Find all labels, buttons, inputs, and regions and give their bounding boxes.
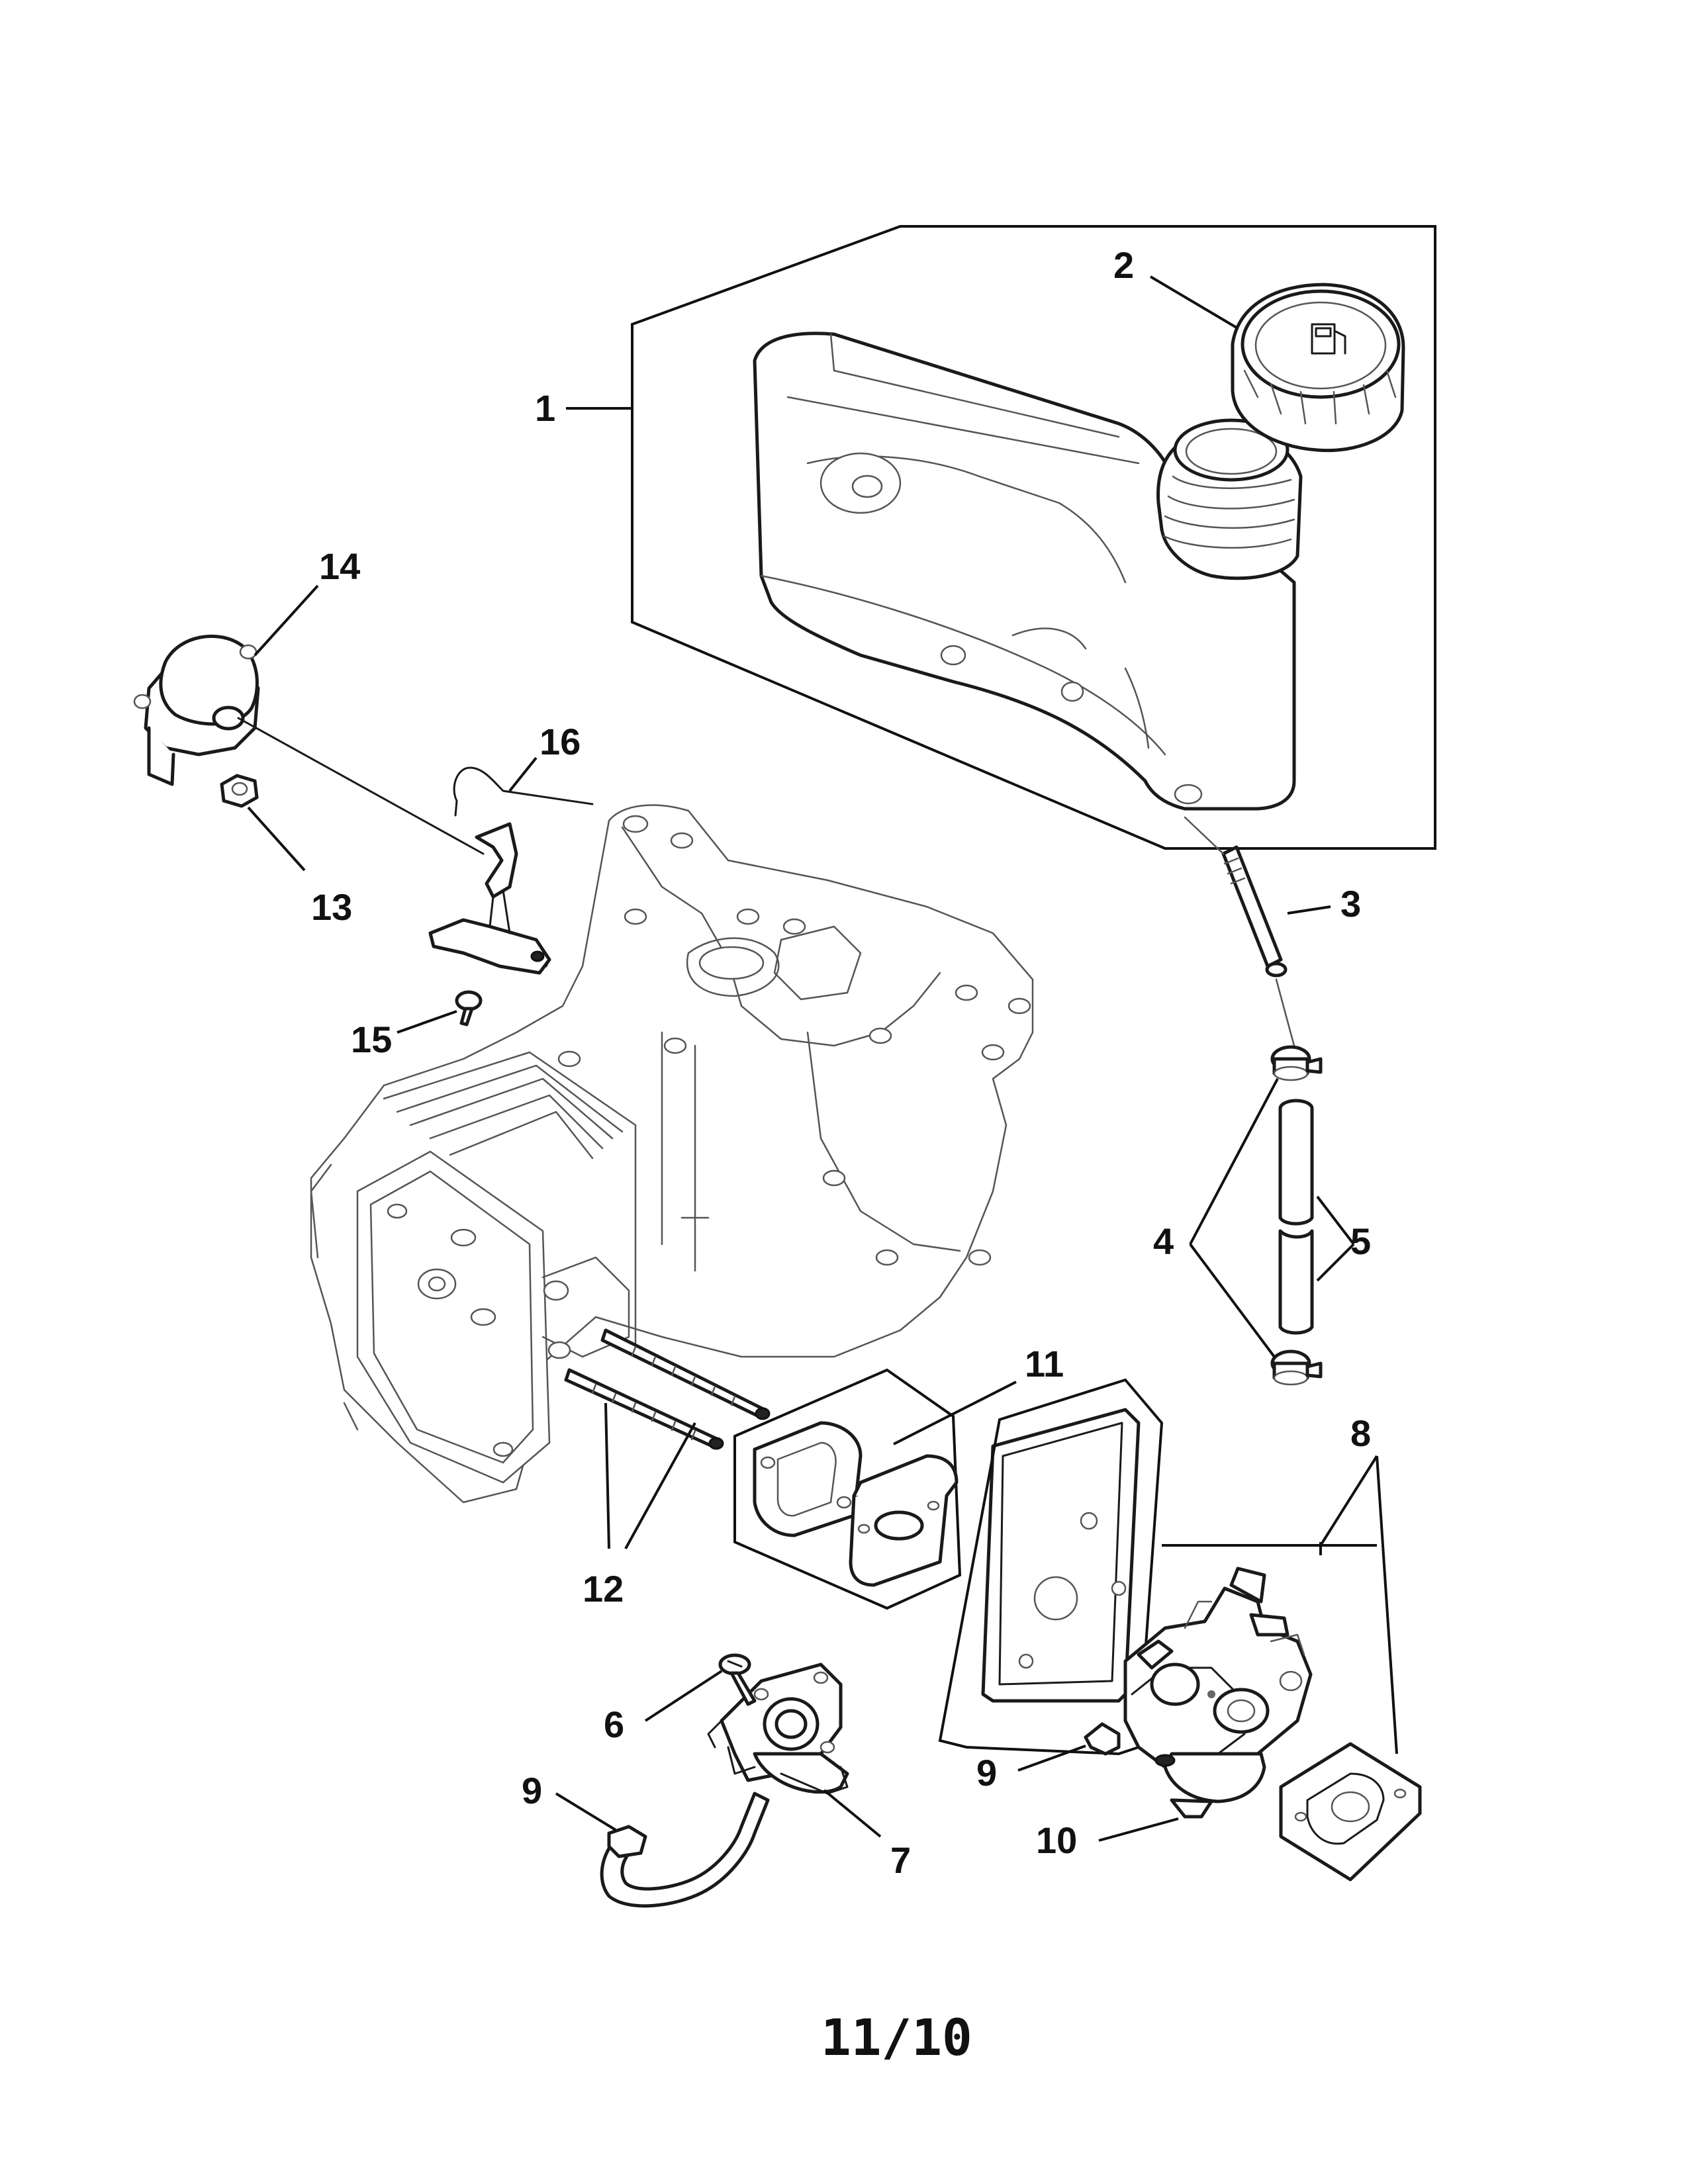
callout-5: 5 <box>1350 1220 1371 1262</box>
callout-14: 14 <box>319 545 360 587</box>
callout-3: 3 <box>1340 883 1361 925</box>
hose-clamp-upper[interactable] <box>1270 1045 1323 1081</box>
callout-10: 10 <box>1036 1819 1077 1861</box>
fuel-pump-hose[interactable] <box>600 1792 770 1908</box>
carburetor-gasket[interactable] <box>753 1421 863 1537</box>
callout-9-left: 9 <box>522 1770 542 1811</box>
bracket-screw[interactable] <box>455 990 483 1026</box>
hex-nut[interactable] <box>220 774 259 808</box>
throttle-control-bracket[interactable] <box>133 634 260 786</box>
air-cleaner-kit-box <box>938 1378 1164 1756</box>
callout-13: 13 <box>311 886 352 928</box>
carburetor-stud-lower[interactable] <box>564 1368 724 1450</box>
callout-6: 6 <box>604 1704 624 1745</box>
callout-1: 1 <box>535 387 555 429</box>
fuel-outlet-fitting[interactable] <box>1221 845 1288 978</box>
callout-11: 11 <box>1025 1343 1064 1385</box>
callout-8: 8 <box>1350 1412 1371 1454</box>
callout-9-right: 9 <box>976 1752 997 1794</box>
carburetor[interactable] <box>1123 1567 1313 1819</box>
callout-2: 2 <box>1113 244 1134 286</box>
carburetor-stud-upper[interactable] <box>600 1328 771 1420</box>
carburetor-mounting-gasket[interactable] <box>1279 1742 1422 1882</box>
fuel-clamp-pump[interactable] <box>607 1825 647 1858</box>
page-number: 11/10 <box>821 2008 972 2067</box>
fuel-pump-icon <box>1311 323 1346 355</box>
engine-block <box>310 804 1034 1504</box>
fuel-pump-screw[interactable] <box>718 1653 757 1706</box>
air-filter-gasket[interactable] <box>981 1408 1141 1703</box>
carburetor-insulator[interactable] <box>849 1454 959 1587</box>
fuel-tank-assembly-box <box>631 225 1436 850</box>
fuel-pump[interactable] <box>707 1662 849 1795</box>
callout-4: 4 <box>1153 1220 1174 1262</box>
callout-12: 12 <box>583 1568 624 1610</box>
fuel-tank[interactable] <box>753 332 1303 811</box>
callout-15: 15 <box>351 1019 392 1060</box>
fuel-line-lower[interactable] <box>1278 1229 1314 1335</box>
governor-link-rod[interactable] <box>453 766 594 817</box>
callout-7: 7 <box>890 1839 911 1881</box>
fuel-cap[interactable] <box>1231 283 1405 453</box>
control-rod[interactable] <box>237 717 551 975</box>
insulator-gasket-box <box>733 1368 962 1610</box>
callout-16: 16 <box>539 721 581 762</box>
hose-clamp-lower[interactable] <box>1270 1349 1323 1386</box>
fuel-clamp-carburetor[interactable] <box>1084 1722 1121 1756</box>
fuel-line-upper[interactable] <box>1278 1099 1314 1226</box>
